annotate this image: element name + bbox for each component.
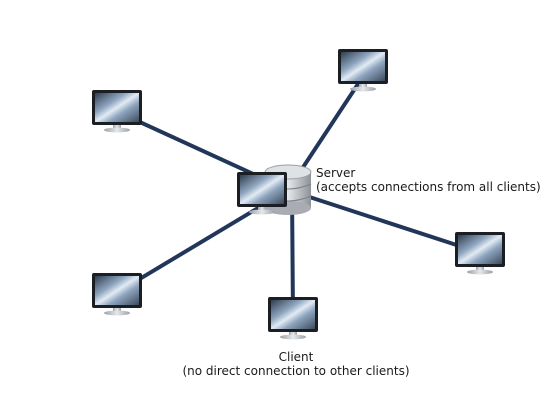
client-monitor-bottom bbox=[268, 297, 318, 340]
connection-line bbox=[286, 188, 480, 254]
client-note: (no direct connection to other clients) bbox=[182, 364, 410, 378]
server-label: Server (accepts connections from all cli… bbox=[316, 166, 541, 194]
server-name: Server bbox=[316, 166, 356, 180]
client-monitor-top-left bbox=[92, 90, 142, 133]
client-monitor-top-right bbox=[338, 49, 388, 92]
client-monitor-center bbox=[237, 172, 287, 215]
client-name: Client bbox=[278, 350, 314, 364]
server-note: (accepts connections from all clients) bbox=[316, 180, 541, 194]
client-monitor-bottom-left bbox=[92, 273, 142, 316]
client-monitor-right bbox=[455, 232, 505, 275]
client-label: Client (no direct connection to other cl… bbox=[180, 350, 412, 378]
